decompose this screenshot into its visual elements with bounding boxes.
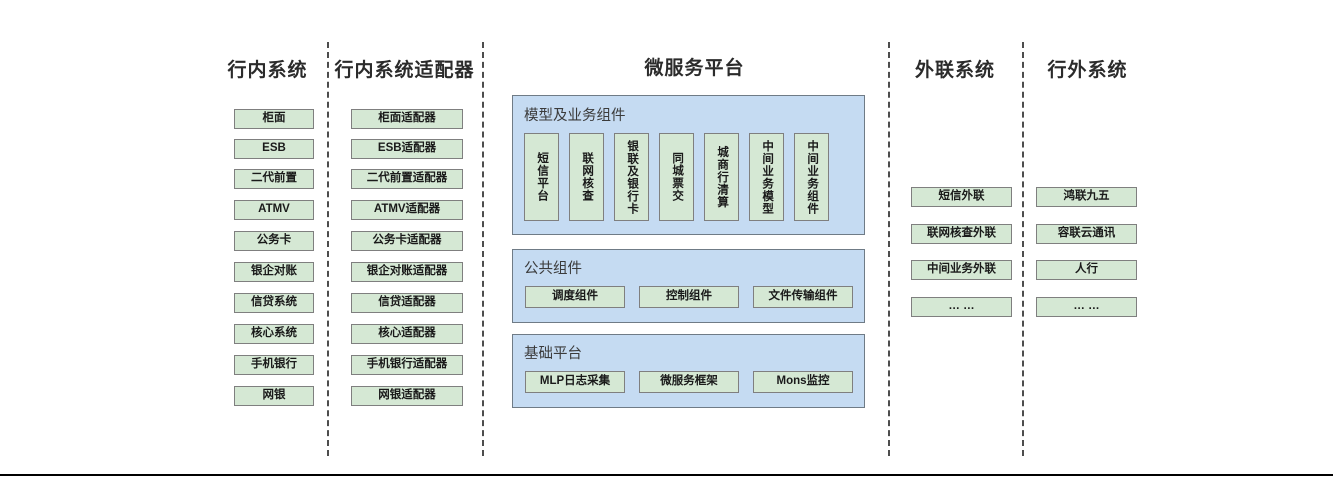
node-off-bank-system[interactable]: 鸿联九五 [1036, 187, 1137, 207]
node-intra-adapter[interactable]: 公务卡适配器 [351, 231, 463, 251]
node-model-component[interactable]: 城商行清算 [704, 133, 739, 221]
node-intra-adapter[interactable]: 网银适配器 [351, 386, 463, 406]
node-intra-system[interactable]: ATMV [234, 200, 314, 220]
node-intra-adapter[interactable]: 二代前置适配器 [351, 169, 463, 189]
node-base-platform-component[interactable]: MLP日志采集 [525, 371, 625, 393]
node-intra-system[interactable]: 公务卡 [234, 231, 314, 251]
node-intra-adapter[interactable]: 柜面适配器 [351, 109, 463, 129]
panel-label-public-components: 公共组件 [524, 261, 582, 277]
separator-col1-col2 [327, 42, 329, 456]
panel-label-base-platform: 基础平台 [524, 346, 582, 362]
node-intra-system[interactable]: 柜面 [234, 109, 314, 129]
node-intra-system[interactable]: ESB [234, 139, 314, 159]
node-intra-adapter[interactable]: ATMV适配器 [351, 200, 463, 220]
node-intra-adapter[interactable]: ESB适配器 [351, 139, 463, 159]
column-title-intra-bank-systems: 行内系统 [227, 60, 308, 81]
node-off-bank-system[interactable]: 容联云通讯 [1036, 224, 1137, 244]
separator-col3-col4 [888, 42, 890, 456]
node-intra-adapter[interactable]: 银企对账适配器 [351, 262, 463, 282]
node-intra-system[interactable]: 信贷系统 [234, 293, 314, 313]
node-model-component[interactable]: 中间业务模型 [749, 133, 784, 221]
node-external-link-system[interactable]: … … [911, 297, 1012, 317]
node-intra-adapter[interactable]: 手机银行适配器 [351, 355, 463, 375]
separator-col4-col5 [1022, 42, 1024, 456]
node-external-link-system[interactable]: 短信外联 [911, 187, 1012, 207]
node-model-component[interactable]: 同城票交 [659, 133, 694, 221]
node-model-component[interactable]: 中间业务组件 [794, 133, 829, 221]
node-external-link-system[interactable]: 联网核查外联 [911, 224, 1012, 244]
node-model-component[interactable]: 银联及银行卡 [614, 133, 649, 221]
column-title-microservice-platform: 微服务平台 [644, 58, 745, 79]
node-off-bank-system[interactable]: … … [1036, 297, 1137, 317]
node-intra-adapter[interactable]: 信贷适配器 [351, 293, 463, 313]
node-off-bank-system[interactable]: 人行 [1036, 260, 1137, 280]
node-public-component[interactable]: 控制组件 [639, 286, 739, 308]
panel-label-model-and-business-components: 模型及业务组件 [524, 108, 626, 124]
node-public-component[interactable]: 调度组件 [525, 286, 625, 308]
node-intra-system[interactable]: 核心系统 [234, 324, 314, 344]
bottom-divider [0, 474, 1333, 476]
node-intra-adapter[interactable]: 核心适配器 [351, 324, 463, 344]
node-external-link-system[interactable]: 中间业务外联 [911, 260, 1012, 280]
column-title-external-link-systems: 外联系统 [914, 60, 995, 81]
node-model-component[interactable]: 联网核查 [569, 133, 604, 221]
node-intra-system[interactable]: 网银 [234, 386, 314, 406]
column-title-off-bank-systems: 行外系统 [1047, 60, 1128, 81]
column-title-intra-bank-adapters: 行内系统适配器 [334, 60, 475, 81]
node-public-component[interactable]: 文件传输组件 [753, 286, 853, 308]
node-intra-system[interactable]: 二代前置 [234, 169, 314, 189]
node-model-component[interactable]: 短信平台 [524, 133, 559, 221]
node-base-platform-component[interactable]: 微服务框架 [639, 371, 739, 393]
node-intra-system[interactable]: 银企对账 [234, 262, 314, 282]
node-base-platform-component[interactable]: Mons监控 [753, 371, 853, 393]
separator-col2-col3 [482, 42, 484, 456]
node-intra-system[interactable]: 手机银行 [234, 355, 314, 375]
